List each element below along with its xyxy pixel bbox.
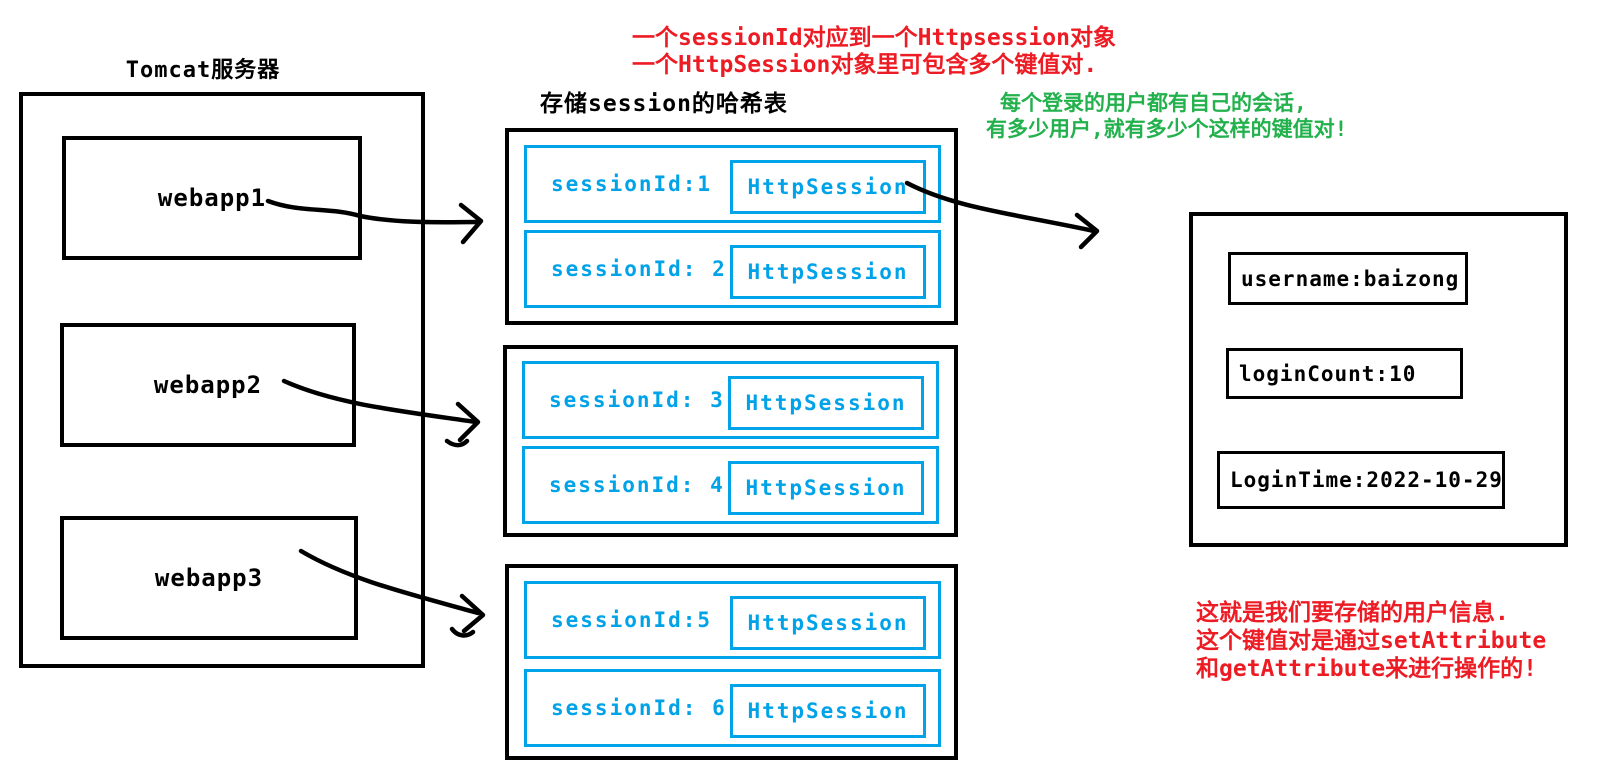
session-id-label: sessionId: 3 (549, 388, 725, 412)
arrowhead-webapp2 (455, 401, 481, 443)
httpsession-label: HttpSession (745, 391, 907, 415)
user-attribute-label: LoginTime:2022-10-29 (1230, 468, 1503, 492)
httpsession-box: HttpSession (730, 684, 926, 738)
annotation-line: 这就是我们要存储的用户信息. (1196, 600, 1509, 626)
annotation-line: 和getAttribute来进行操作的! (1196, 656, 1538, 682)
session-id-label: sessionId: 6 (551, 696, 727, 720)
httpsession-box: HttpSession (730, 160, 926, 214)
user-attribute-box: username:baizong (1228, 252, 1468, 305)
session-id-label: sessionId:1 (551, 172, 713, 196)
session-id-label: sessionId:5 (551, 608, 713, 632)
user-attribute-box: loginCount:10 (1226, 348, 1463, 399)
webapp3-box: webapp3 (60, 516, 358, 640)
session-id-label: sessionId: 4 (549, 473, 725, 497)
httpsession-label: HttpSession (747, 699, 909, 723)
annotation-bottom-red: 这就是我们要存储的用户信息. 这个键值对是通过setAttribute 和get… (1196, 599, 1546, 683)
httpsession-label: HttpSession (747, 175, 909, 199)
user-attribute-label: username:baizong (1241, 266, 1460, 291)
annotation-line: 这个键值对是通过setAttribute (1196, 628, 1547, 654)
session-group-2: sessionId: 3 HttpSession sessionId: 4 Ht… (503, 345, 958, 537)
annotation-line: 一个sessionId对应到一个Httpsession对象 (632, 25, 1116, 51)
httpsession-label: HttpSession (745, 476, 907, 500)
user-attribute-box: LoginTime:2022-10-29 (1217, 451, 1505, 509)
annotation-line: 一个HttpSession对象里可包含多个键值对. (632, 52, 1098, 78)
tomcat-title: Tomcat服务器 (125, 58, 281, 83)
annotation-line: 有多少用户,就有多少个这样的键值对! (986, 117, 1348, 141)
webapp3-label: webapp3 (154, 564, 264, 592)
arrowhead-httpsession (1074, 212, 1100, 250)
httpsession-label: HttpSession (747, 611, 909, 635)
user-info-box (1189, 212, 1568, 547)
httpsession-box: HttpSession (728, 376, 924, 430)
webapp2-label: webapp2 (153, 371, 263, 399)
session-id-label: sessionId: 2 (551, 257, 727, 281)
webapp1-label: webapp1 (157, 184, 267, 212)
httpsession-box: HttpSession (730, 245, 926, 299)
session-row: sessionId:1 HttpSession (524, 145, 941, 223)
arrowhead-hook-webapp2 (444, 438, 470, 448)
arrowhead-hook-webapp3 (449, 626, 476, 638)
httpsession-box: HttpSession (728, 461, 924, 515)
session-row: sessionId: 6 HttpSession (524, 669, 941, 747)
arrowhead-webapp1 (458, 202, 484, 245)
annotation-green: 每个登录的用户都有自己的会话, 有多少用户,就有多少个这样的键值对! (986, 90, 1347, 142)
annotation-line: 每个登录的用户都有自己的会话, (1000, 91, 1307, 115)
session-group-3: sessionId:5 HttpSession sessionId: 6 Htt… (505, 564, 958, 760)
httpsession-label: HttpSession (747, 260, 909, 284)
webapp2-box: webapp2 (60, 323, 356, 447)
httpsession-box: HttpSession (730, 596, 926, 650)
session-row: sessionId: 3 HttpSession (522, 361, 939, 439)
session-row: sessionId: 4 HttpSession (522, 446, 939, 524)
webapp1-box: webapp1 (62, 136, 362, 260)
session-table-title: 存储session的哈希表 (540, 91, 788, 117)
annotation-top-red: 一个sessionId对应到一个Httpsession对象 一个HttpSess… (632, 25, 1116, 79)
session-row: sessionId:5 HttpSession (524, 581, 941, 659)
arrowhead-webapp3 (459, 593, 486, 634)
session-group-1: sessionId:1 HttpSession sessionId: 2 Htt… (505, 128, 958, 325)
user-attribute-label: loginCount:10 (1239, 361, 1417, 386)
session-row: sessionId: 2 HttpSession (524, 230, 941, 308)
